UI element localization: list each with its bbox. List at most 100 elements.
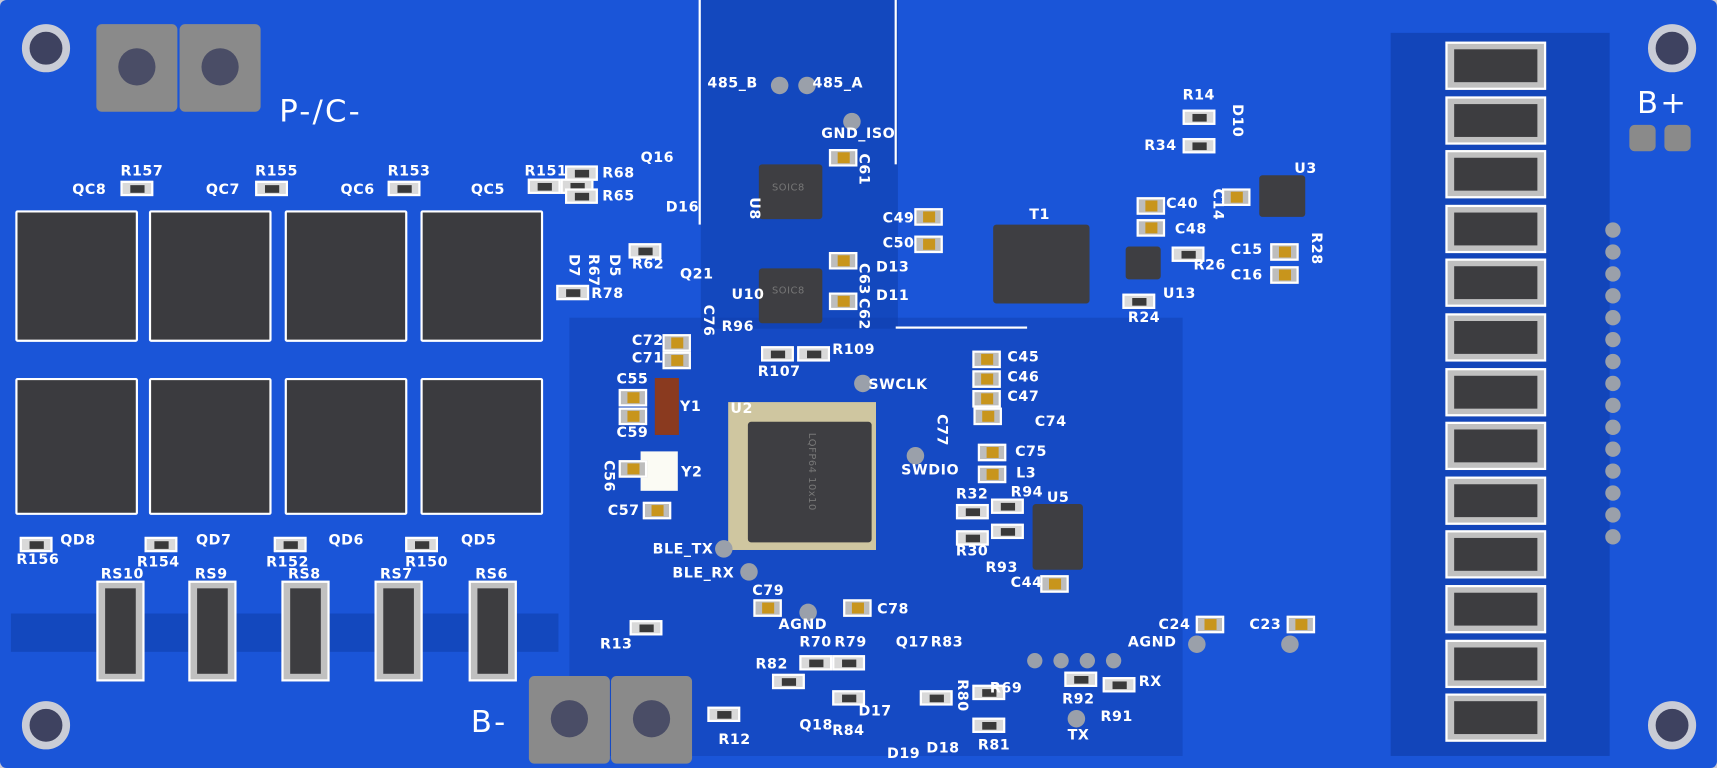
silkscreen-label-u10: U10 bbox=[731, 287, 765, 304]
silkscreen-label-qc7: QC7 bbox=[205, 181, 240, 199]
silkscreen-label-q18: Q18 bbox=[799, 717, 833, 735]
resistor bbox=[771, 673, 805, 690]
silkscreen-label-qd7: QD7 bbox=[196, 532, 232, 549]
connector-pin bbox=[1605, 375, 1621, 392]
capacitor bbox=[1222, 188, 1251, 206]
balance-resistor bbox=[1445, 367, 1547, 416]
resistor bbox=[972, 684, 1006, 701]
silkscreen-label-r109: R109 bbox=[832, 341, 876, 359]
connector-pin bbox=[1605, 485, 1621, 501]
resistor bbox=[707, 706, 741, 723]
connector-pin bbox=[1605, 353, 1621, 370]
silkscreen-label-ble-tx: BLE_TX bbox=[652, 541, 714, 558]
ic-u10 bbox=[758, 268, 823, 324]
silkscreen-label-qd8: QD8 bbox=[60, 532, 96, 549]
silkscreen-label-qc5: QC5 bbox=[470, 181, 505, 199]
silkscreen-label-d16: D16 bbox=[665, 199, 700, 216]
silkscreen-label-qd5: QD5 bbox=[460, 532, 497, 549]
silkscreen-label-u5: U5 bbox=[1046, 489, 1070, 507]
capacitor bbox=[977, 465, 1007, 484]
silkscreen-label-r26: R26 bbox=[1193, 257, 1226, 274]
connector-pin bbox=[1605, 310, 1621, 326]
silkscreen-label-r94: R94 bbox=[1010, 484, 1044, 501]
silkscreen-label-c71: C71 bbox=[631, 350, 664, 368]
power-terminal-pad bbox=[179, 24, 261, 112]
silkscreen-label-c44: C44 bbox=[1010, 575, 1043, 592]
silkscreen-label-r92: R92 bbox=[1062, 691, 1095, 708]
header-pin bbox=[1053, 652, 1069, 669]
silkscreen-label-q16: Q16 bbox=[640, 150, 675, 167]
balance-resistor bbox=[1445, 204, 1547, 253]
resistor bbox=[556, 284, 590, 301]
mosfet-top bbox=[15, 210, 138, 342]
resistor bbox=[405, 536, 438, 553]
shunt-resistor bbox=[468, 580, 517, 682]
test-point bbox=[799, 603, 817, 622]
silkscreen-label-c57: C57 bbox=[607, 502, 640, 520]
silkscreen-label-r91: R91 bbox=[1100, 708, 1133, 726]
chip-marking-u8: SOIC8 bbox=[771, 182, 805, 194]
silkscreen-label-r24: R24 bbox=[1127, 310, 1161, 327]
silkscreen-label-c14: C14 bbox=[1208, 188, 1226, 221]
balance-resistor bbox=[1445, 422, 1547, 471]
capacitor bbox=[828, 292, 858, 311]
resistor bbox=[144, 536, 178, 553]
resistor bbox=[527, 178, 561, 194]
silkscreen-label-r83: R83 bbox=[930, 634, 964, 651]
connector-pin bbox=[1605, 529, 1621, 545]
power-terminal-pad bbox=[528, 675, 610, 764]
silkscreen-label-c50: C50 bbox=[882, 235, 915, 252]
header-pin bbox=[1105, 652, 1122, 669]
capacitor bbox=[843, 599, 872, 617]
capacitor bbox=[662, 351, 691, 370]
silkscreen-label-r154: R154 bbox=[136, 554, 180, 571]
resistor bbox=[19, 536, 53, 553]
connector-pin bbox=[1605, 507, 1621, 523]
silkscreen-label-r68: R68 bbox=[602, 165, 635, 182]
silkscreen-label-rs8: RS8 bbox=[287, 566, 321, 583]
silkscreen-label-rs9: RS9 bbox=[194, 566, 228, 583]
silkscreen-label-c45: C45 bbox=[1007, 349, 1040, 366]
silkscreen-label-c59: C59 bbox=[616, 425, 649, 442]
capacitor bbox=[828, 149, 858, 167]
capacitor bbox=[914, 235, 943, 254]
silkscreen-label-y2: Y2 bbox=[681, 464, 703, 481]
silkscreen-label-c40: C40 bbox=[1166, 196, 1199, 213]
resistor bbox=[273, 536, 307, 553]
resistor bbox=[955, 503, 989, 520]
silkscreen-label-c74: C74 bbox=[1034, 414, 1067, 431]
resistor bbox=[120, 180, 154, 197]
silkscreen-label-u8: U8 bbox=[745, 197, 763, 220]
silkscreen-label-u2: U2 bbox=[730, 400, 753, 418]
silkscreen-label-a485: 485_A bbox=[812, 75, 864, 93]
capacitor bbox=[972, 370, 1001, 388]
silkscreen-label-r30: R30 bbox=[955, 543, 989, 560]
mcu-u2 bbox=[747, 421, 872, 543]
resistor bbox=[629, 620, 663, 636]
silkscreen-label-c47: C47 bbox=[1007, 388, 1040, 406]
capacitor bbox=[972, 390, 1001, 408]
silkscreen-label-d7: D7 bbox=[565, 254, 582, 278]
silkscreen-label-r78: R78 bbox=[591, 285, 624, 303]
silkscreen-label-r62: R62 bbox=[631, 256, 665, 273]
header-pin bbox=[1027, 652, 1043, 669]
silkscreen-label-r156: R156 bbox=[16, 552, 60, 569]
shunt-resistor bbox=[188, 580, 237, 682]
silkscreen-label-gnd-iso: GND_ISO bbox=[821, 125, 896, 143]
silkscreen-label-r69: R69 bbox=[989, 680, 1023, 697]
silkscreen-label-qd6: QD6 bbox=[328, 532, 364, 549]
shunt-resistor bbox=[96, 580, 145, 682]
resistor bbox=[990, 498, 1024, 514]
resistor bbox=[255, 180, 288, 197]
silkscreen-label-agnd1: AGND bbox=[778, 616, 828, 634]
silkscreen-label-r32: R32 bbox=[955, 486, 989, 503]
silkscreen-label-qc8: QC8 bbox=[72, 181, 107, 199]
silkscreen-label-c46: C46 bbox=[1007, 369, 1040, 386]
resistor bbox=[832, 690, 866, 706]
silkscreen-label-c62: C62 bbox=[855, 298, 872, 330]
silkscreen-label-rs7: RS7 bbox=[379, 566, 413, 583]
balance-resistor bbox=[1445, 585, 1547, 634]
silkscreen-label-b485: 485_B bbox=[707, 75, 758, 93]
mounting-hole bbox=[21, 24, 71, 73]
